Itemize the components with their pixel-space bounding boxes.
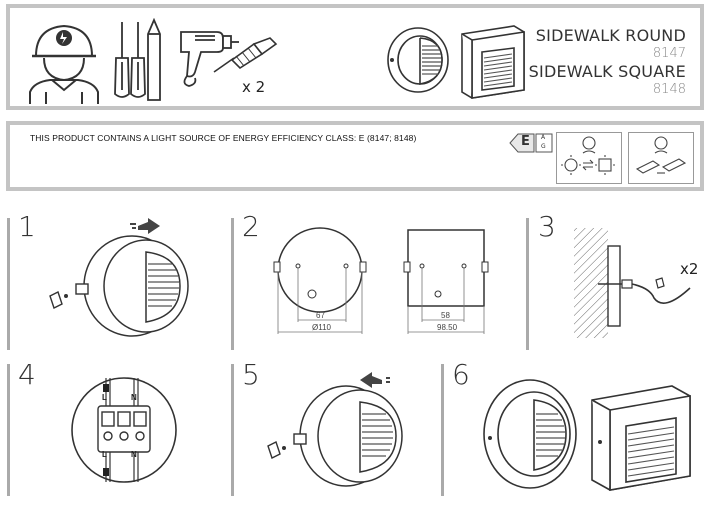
dim-outer-round: Ø110	[312, 323, 331, 332]
energy-class-letter: E	[521, 134, 530, 149]
energy-scale-top: A	[541, 134, 546, 141]
divider-step-5	[231, 364, 234, 496]
square-lamp-image	[461, 25, 525, 99]
terminal-n-label: N	[131, 393, 137, 402]
terminal-l-bottom-label: L	[102, 450, 107, 459]
dim-outer-square: 98.50	[437, 323, 458, 332]
light-source-replace-box	[556, 132, 622, 184]
light-source-replace-icon	[561, 136, 615, 175]
terminal-n-bottom-label: N	[131, 450, 137, 459]
luminaire-replace-icon	[635, 136, 687, 174]
step-3-illustration	[574, 228, 691, 338]
dim-inner-round: 67	[316, 311, 325, 320]
electrician-icon	[29, 24, 99, 104]
energy-scale-bottom: G	[541, 143, 546, 150]
step-3-number: 3	[538, 210, 556, 243]
step-4-number: 4	[18, 358, 36, 391]
divider-step-6	[441, 364, 444, 496]
energy-class-label: E A G	[508, 132, 554, 154]
step-2-square-template	[403, 229, 489, 334]
step-1-number: 1	[18, 210, 36, 243]
product-2-code: 8148	[652, 82, 686, 97]
luminaire-replace-box	[628, 132, 694, 184]
divider-step-4	[7, 364, 10, 496]
product-1-code: 8147	[652, 46, 686, 61]
energy-panel: THIS PRODUCT CONTAINS A LIGHT SOURCE OF …	[6, 121, 704, 191]
step-4-terminal-block	[71, 377, 177, 483]
step-6-square-lamp	[591, 385, 691, 491]
divider-step-3	[526, 218, 529, 350]
step-1-illustration	[49, 218, 189, 337]
drill-icon	[180, 31, 239, 87]
step-6-round-lamp	[483, 379, 577, 489]
product-2-name: SIDEWALK SQUARE	[528, 62, 686, 81]
step-5-number: 5	[242, 358, 260, 391]
step-6-number: 6	[452, 358, 470, 391]
terminal-l-label: L	[102, 393, 107, 402]
dim-inner-square: 58	[441, 311, 450, 320]
screw-count-label: x 2	[242, 78, 266, 96]
divider-step-1	[7, 218, 10, 350]
screw-plug-icon	[213, 37, 278, 73]
step-5-illustration	[267, 372, 403, 487]
divider-step-2	[231, 218, 234, 350]
screwdrivers-icon	[114, 18, 161, 101]
step-2-number: 2	[242, 210, 260, 243]
step-2-round-template	[273, 227, 367, 334]
header-panel: x 2 SIDEWALK ROUND 8147	[6, 4, 704, 110]
product-1-name: SIDEWALK ROUND	[535, 26, 686, 45]
energy-notice: THIS PRODUCT CONTAINS A LIGHT SOURCE OF …	[30, 133, 417, 143]
step-3-count: x2	[680, 260, 699, 278]
round-lamp-image	[387, 27, 449, 93]
energy-arrow-icon	[509, 133, 553, 153]
